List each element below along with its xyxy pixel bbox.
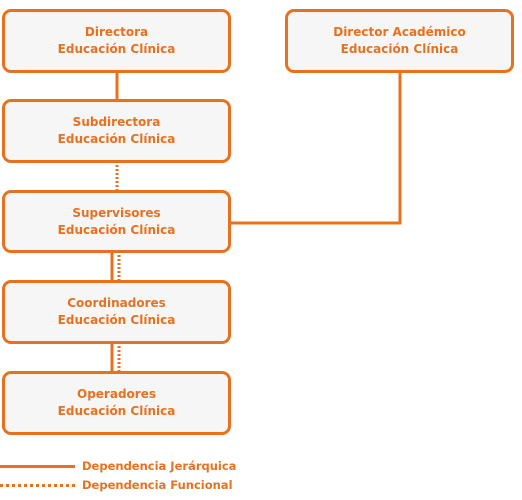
node-director-academico-title: Director Académico <box>333 25 466 39</box>
node-subdirectora-subtitle: Educación Clínica <box>57 132 176 146</box>
node-directora-subtitle: Educación Clínica <box>57 42 176 56</box>
legend-functional: Dependencia Funcional <box>0 478 233 492</box>
node-directora: Directora Educación Clínica <box>2 9 231 73</box>
node-directora-title: Directora <box>84 25 149 39</box>
node-operadores-title: Operadores <box>77 387 156 401</box>
node-director-academico-subtitle: Educación Clínica <box>340 42 459 56</box>
node-coordinadores-subtitle: Educación Clínica <box>57 313 176 327</box>
node-subdirectora-title: Subdirectora <box>72 115 161 129</box>
legend-solid-line <box>0 464 75 468</box>
legend-hierarchical-label: Dependencia Jerárquica <box>82 459 237 473</box>
node-supervisores-title: Supervisores <box>72 205 161 220</box>
node-supervisores: Supervisores Educación Clínica <box>2 190 231 253</box>
node-coordinadores: Coordinadores Educación Clínica <box>2 280 231 344</box>
connector-director-academico-supervisores <box>230 71 402 225</box>
node-operadores-subtitle: Educación Clínica <box>57 404 176 418</box>
legend-functional-label: Dependencia Funcional <box>82 478 233 492</box>
node-supervisores-subtitle: Educación Clínica <box>57 222 176 237</box>
node-coordinadores-title: Coordinadores <box>67 296 166 310</box>
node-subdirectora: Subdirectora Educación Clínica <box>2 99 231 163</box>
legend-dotted-line <box>0 483 75 487</box>
node-director-academico: Director Académico Educación Clínica <box>285 9 514 73</box>
node-operadores: Operadores Educación Clínica <box>2 371 231 435</box>
legend-hierarchical: Dependencia Jerárquica <box>0 459 236 473</box>
